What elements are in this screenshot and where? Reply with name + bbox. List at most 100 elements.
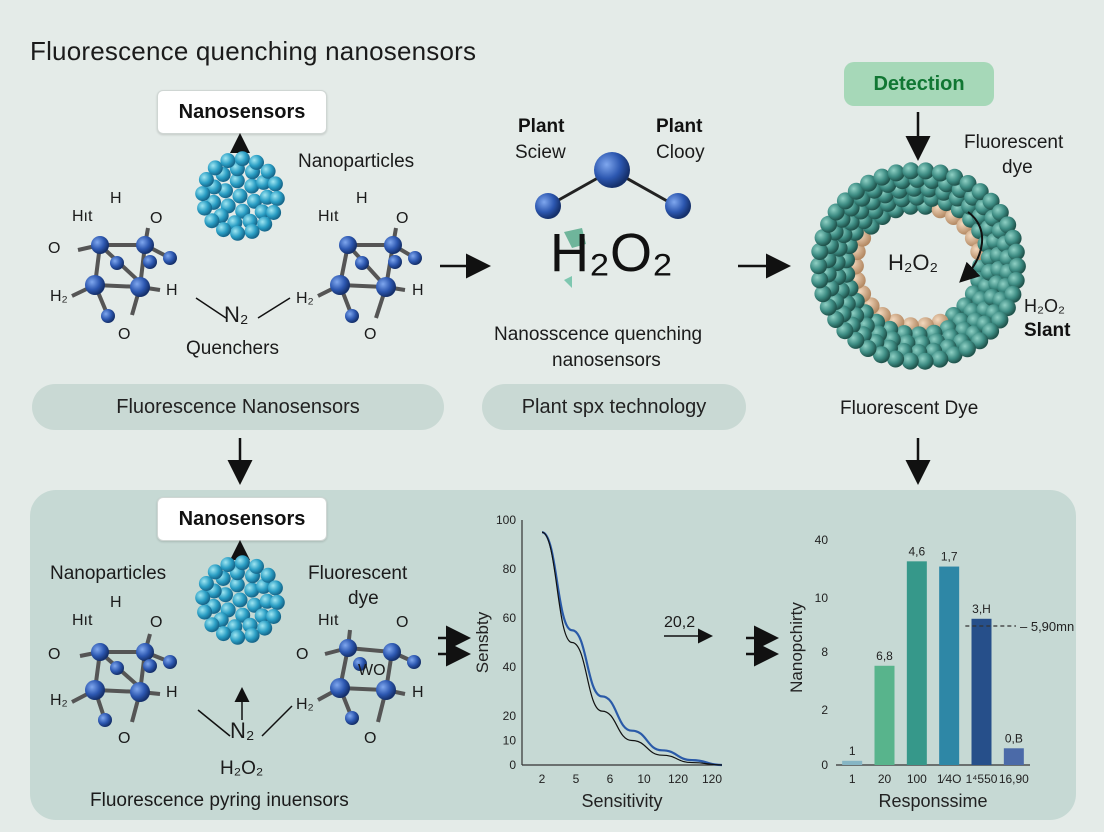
- n2-label-bottom: N₂: [230, 718, 255, 743]
- particle-dot: [257, 216, 273, 232]
- mol-label: O: [48, 240, 61, 257]
- y-tick-label: 10: [815, 591, 829, 605]
- particle-dot: [198, 576, 214, 591]
- mol-label: H₂: [50, 692, 68, 709]
- mol-label: Hıt: [318, 208, 339, 225]
- particle-dot: [249, 154, 264, 170]
- particle-dot: [229, 577, 245, 593]
- particle-dot: [216, 222, 231, 238]
- shell-bead: [931, 164, 949, 182]
- particle-dot: [269, 594, 285, 610]
- mol-label: H₂: [50, 288, 68, 305]
- y-tick-label: 40: [503, 660, 517, 674]
- dye-label-line1: Fluorescent: [964, 132, 1064, 153]
- particle-dot: [198, 172, 214, 187]
- particle-dot: [257, 620, 273, 636]
- h2o2-inner-label: H₂O₂: [888, 250, 939, 275]
- particle-dot: [220, 557, 236, 573]
- shell-bead: [847, 182, 865, 200]
- particle-dot: [266, 609, 282, 624]
- nanosensors-box: Nanosensors: [157, 90, 327, 134]
- shell-bead: [991, 204, 1009, 221]
- x-tick-label: 1: [849, 772, 856, 786]
- bar-value-label: 1,7: [941, 550, 958, 564]
- bar-value-label: 6,8: [876, 649, 893, 663]
- plant-right-label: Plant: [656, 116, 703, 137]
- mol-label: O: [396, 614, 409, 631]
- molecule-left-atoms: [85, 236, 177, 323]
- mol-label: O: [118, 730, 131, 747]
- nanoparticles-label-bottom: Nanoparticles: [50, 563, 167, 584]
- bar-value-label: 4,6: [908, 544, 925, 558]
- particle-dot: [218, 587, 233, 603]
- particle-dot: [197, 604, 213, 620]
- double-arrow-icon-2: [746, 625, 779, 667]
- y-tick-label: 8: [821, 645, 828, 659]
- h2o2-formula: H₂O₂: [550, 223, 673, 283]
- bar-5: [1003, 748, 1024, 765]
- particle-dot: [254, 204, 270, 220]
- plant-left-sub: Sciew: [515, 142, 566, 163]
- particle-dot: [247, 193, 262, 209]
- double-arrow-icon: [438, 625, 471, 667]
- shell-bead: [872, 346, 890, 364]
- particle-dot: [254, 608, 270, 624]
- page-title: Fluorescence quenching nanosensors: [30, 36, 477, 66]
- bar-1: [874, 665, 895, 765]
- dye-label-bottom-line2: dye: [348, 588, 379, 609]
- middle-caption-line2: nanosensors: [552, 350, 661, 371]
- mol-label: H₂: [296, 290, 314, 307]
- y-tick-label: 10: [503, 734, 517, 748]
- y-tick-label: 20: [503, 709, 517, 723]
- shell-bead: [814, 285, 832, 303]
- mol-label: H: [412, 684, 424, 701]
- particle-dot: [232, 592, 248, 608]
- bar-value-label: 1: [849, 744, 856, 758]
- quenchers-label: Quenchers: [186, 338, 279, 359]
- mol-label: O: [396, 210, 409, 227]
- shell-bead: [958, 340, 976, 358]
- particle-dot: [197, 200, 213, 216]
- shell-bead: [982, 192, 1000, 210]
- middle-caption-line1: Nanosscence quenching: [494, 324, 703, 345]
- shell-bead: [1008, 257, 1026, 275]
- particle-dot: [244, 627, 260, 643]
- nanoparticle-cluster-icon: [195, 151, 285, 241]
- mol-label: H: [110, 594, 122, 611]
- shell-bead: [811, 243, 829, 260]
- mol-label: O: [48, 646, 61, 663]
- shell-bead: [999, 216, 1017, 234]
- particle-dot: [249, 558, 264, 574]
- fluorescence-nanosensors-pill: Fluorescence Nanosensors: [32, 384, 444, 430]
- mol-label: Hıt: [318, 612, 339, 629]
- mol-label: H: [110, 190, 122, 207]
- n2-line-left: [195, 297, 227, 319]
- shell-bead: [991, 311, 1009, 329]
- particle-dot: [230, 629, 246, 645]
- shell-bead: [982, 322, 1000, 340]
- y-tick-label: 60: [503, 611, 517, 625]
- shell-bead: [810, 257, 828, 275]
- plant-left-label: Plant: [518, 116, 565, 137]
- detection-box: Detection: [844, 62, 994, 106]
- particle-dot: [229, 173, 245, 189]
- fluorescent-dye-caption: Fluorescent Dye: [840, 398, 979, 419]
- mol-label: O: [296, 646, 309, 663]
- y-tick-label: 2: [821, 703, 828, 717]
- bar-value-label: 0,B: [1005, 731, 1023, 745]
- shell-bead: [836, 322, 854, 340]
- slant-label: Slant: [1024, 320, 1071, 341]
- particle-dot: [269, 190, 285, 206]
- shell-bead: [902, 162, 920, 180]
- particle-dot: [244, 223, 260, 239]
- x-tick-label: 10: [637, 772, 651, 786]
- shell-bead: [827, 203, 845, 221]
- h2o2-side-label: H₂O₂: [1024, 296, 1065, 316]
- x-axis-title: Responssime: [878, 791, 987, 811]
- nanoparticles-label: Nanoparticles: [298, 151, 415, 172]
- particle-dot: [234, 555, 250, 571]
- particle-dot: [232, 188, 248, 204]
- x-tick-label: 1⁴550: [966, 772, 998, 786]
